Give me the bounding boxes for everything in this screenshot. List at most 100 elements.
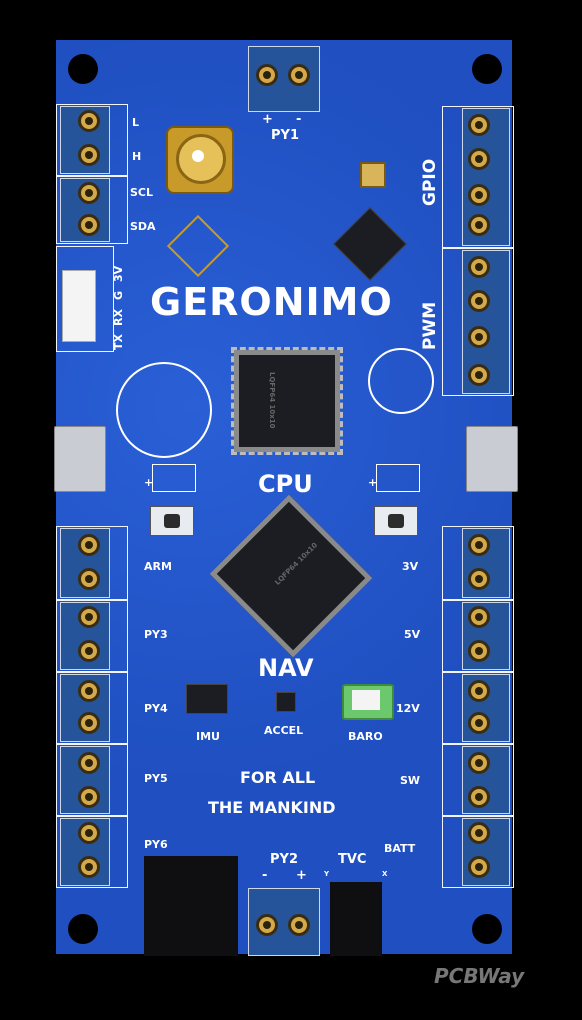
py2-label: PY2 [270,852,298,867]
right-port-outline [442,600,514,672]
left-port-outline [56,600,128,672]
right-port-pin [468,712,490,734]
left-port-outline [56,744,128,816]
py2-minus-label: - [262,868,268,883]
pcb-board [56,40,512,954]
globe-icon [368,348,434,414]
py1-label: PY1 [271,128,299,143]
reset-button[interactable] [374,506,418,536]
right-port-pin [468,856,490,878]
sma-connector-pin [192,150,204,162]
led-plus-label: + [144,476,154,489]
right-port-label: SW [400,774,421,787]
accel-chip [276,692,296,712]
pwm-pin [468,256,490,278]
left-port-label: PY6 [144,838,168,851]
left-port-label: PY3 [144,628,168,641]
left-port-pin [78,568,100,590]
mounting-hole [68,914,98,944]
uart-connector-outline [56,246,114,352]
left-port-pin [78,640,100,662]
arm-button[interactable] [150,506,194,536]
imu-chip [186,684,228,714]
pwm-label: PWM [420,301,440,350]
tvc-y-label: Y [324,870,330,878]
usb-port-right[interactable] [466,426,518,492]
cpu-chip-marking: LQFP64 10x10 [268,372,276,429]
right-port-label: 3V [402,560,419,573]
gpio-pin [468,148,490,170]
left-port-outline [56,672,128,744]
py2-plus-label: + [296,868,307,883]
uart-jst-connector [62,270,96,342]
i2c-connector-outline [56,176,128,244]
mounting-hole [472,914,502,944]
led-plus-label: + [368,476,378,489]
pwm-pin [468,290,490,312]
h-label: H [132,150,142,163]
right-port-pin [468,752,490,774]
imu-label: IMU [196,730,220,743]
right-port-pin [468,606,490,628]
l-label: L [132,116,140,129]
py1-pin [256,64,278,86]
cpu-label: CPU [258,470,313,498]
right-port-pin [468,568,490,590]
pwm-connector-outline [442,248,514,396]
py1-minus-label: - [296,112,302,127]
board-title: GERONIMO [150,280,393,324]
scl-label: SCL [130,186,154,199]
ufl-connector [360,162,386,188]
gpio-pin [468,184,490,206]
left-port-pin [78,752,100,774]
baro-sensor-top [352,690,380,710]
tagline-line1: FOR ALL [240,768,316,787]
lh-pin [78,144,100,166]
mounting-hole [68,54,98,84]
uart-3v-label: 3V [112,265,125,282]
right-port-label: BATT [384,842,416,855]
gpio-label: GPIO [420,158,440,206]
nav-label: NAV [258,654,314,682]
mounting-hole [472,54,502,84]
sda-label: SDA [130,220,156,233]
left-port-label: PY4 [144,702,168,715]
led-component [152,464,196,492]
right-port-outline [442,816,514,888]
right-port-pin [468,786,490,808]
gpio-pin [468,214,490,236]
py2-pin [288,914,310,936]
pwm-pin [468,326,490,348]
lh-pin [78,110,100,132]
uart-rx-label: RX [112,309,125,326]
gpio-pin [468,114,490,136]
uart-g-label: G [112,290,125,300]
baro-label: BARO [348,730,383,743]
left-port-outline [56,816,128,888]
tvc-pin-header [330,882,382,956]
left-port-pin [78,856,100,878]
right-port-pin [468,680,490,702]
left-port-outline [56,526,128,600]
i2c-pin [78,182,100,204]
left-port-pin [78,534,100,556]
tvc-label: TVC [338,852,367,867]
left-port-pin [78,712,100,734]
usb-port-left[interactable] [54,426,106,492]
right-port-label: 12V [396,702,420,715]
left-port-pin [78,822,100,844]
py2-pin [256,914,278,936]
right-port-outline [442,526,514,600]
right-port-pin [468,640,490,662]
left-port-label: ARM [144,560,172,573]
lh-connector-outline [56,104,128,176]
tvc-x-label: X [382,870,388,878]
left-port-pin [78,606,100,628]
i2c-pin [78,214,100,236]
right-port-label: 5V [404,628,421,641]
py1-plus-label: + [262,112,273,127]
py6-pin-header [144,856,238,956]
cpu-chip [231,347,343,455]
right-port-outline [442,672,514,744]
py1-pin [288,64,310,86]
